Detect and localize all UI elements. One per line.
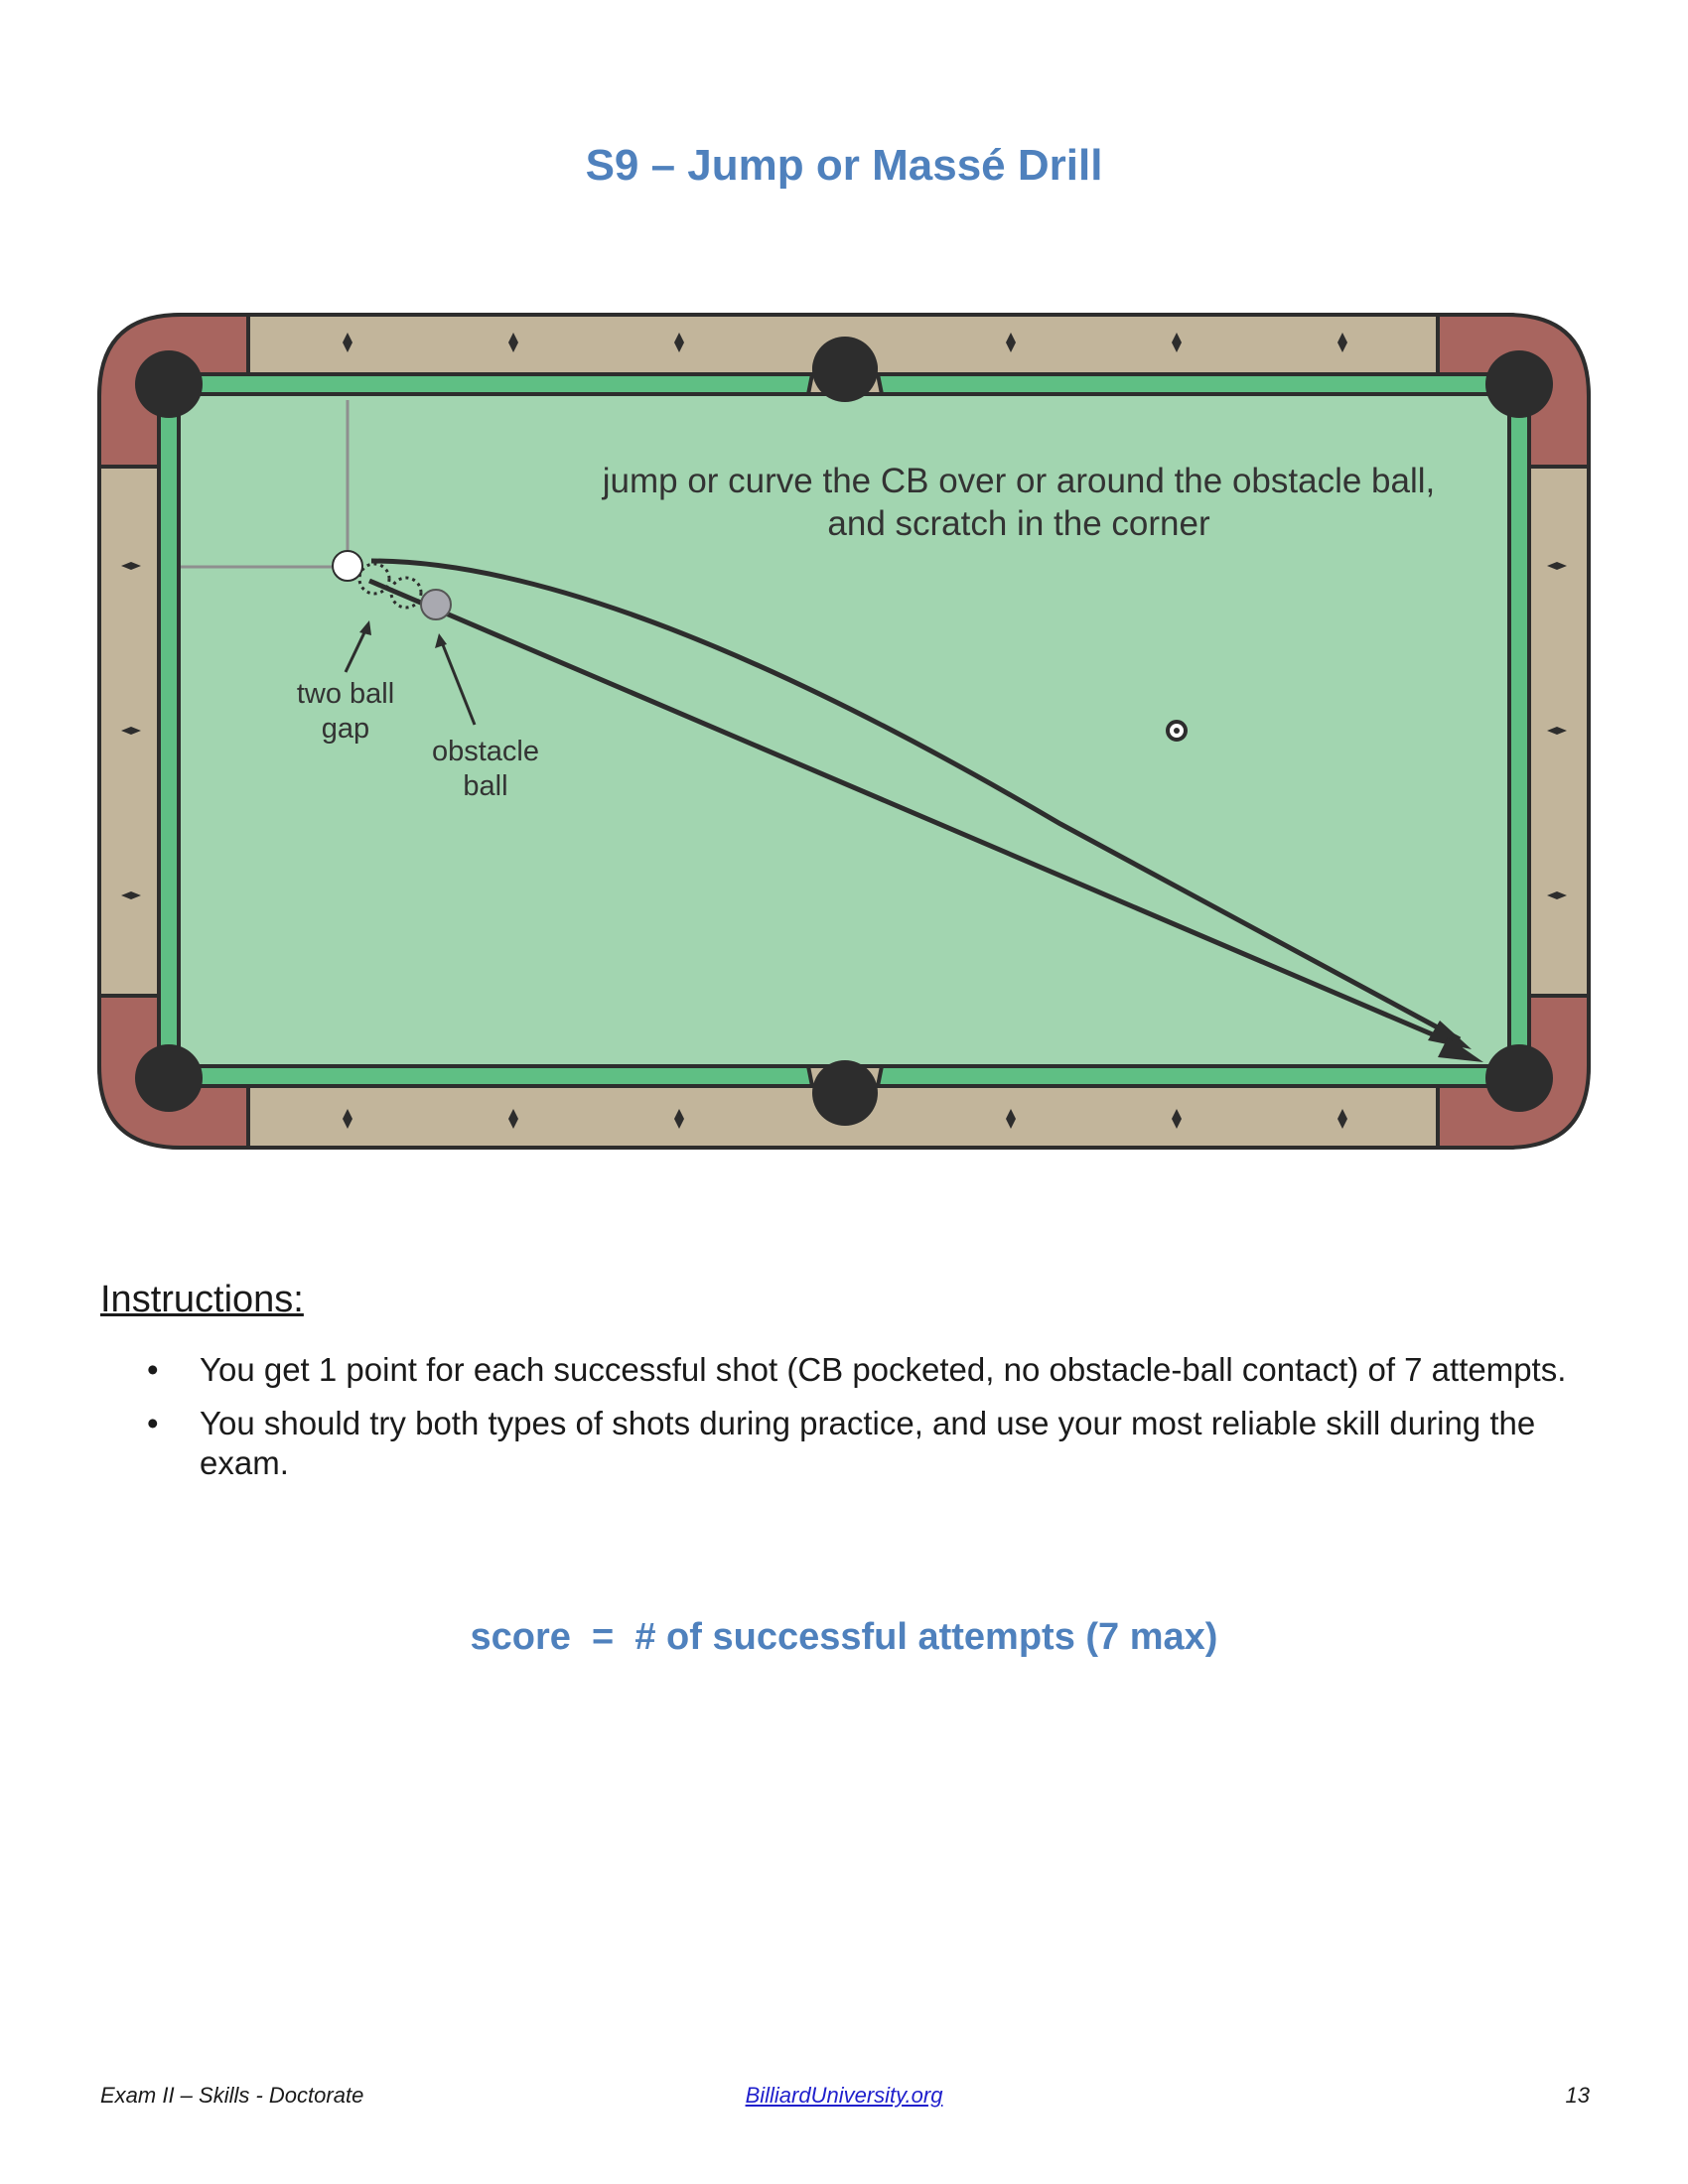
- cushion-left: [157, 369, 181, 1091]
- corner-bottom-right: [1436, 994, 1591, 1150]
- corner-top-left: [97, 313, 250, 469]
- list-item: • You get 1 point for each successful sh…: [147, 1350, 1597, 1390]
- table-cloth: [177, 392, 1511, 1068]
- cushion-top-right: [875, 372, 1534, 396]
- footer-website-link[interactable]: BilliardUniversity.org: [745, 2083, 943, 2108]
- corner-bottom-left: [97, 994, 250, 1150]
- pocket-bottom-right: [1485, 1044, 1553, 1112]
- arrowhead-2: [1438, 1037, 1483, 1062]
- score-formula: score = # of successful attempts (7 max): [470, 1616, 1218, 1658]
- pocket-bottom-side: [812, 1060, 878, 1126]
- page-title: S9 – Jump or Massé Drill: [585, 141, 1103, 190]
- footer-link-container: BilliardUniversity.org: [0, 2083, 1688, 2109]
- ghost-ball-1: [357, 562, 391, 596]
- pocket-top-left: [135, 350, 203, 418]
- masse-path: [370, 558, 1462, 1042]
- label-obstacle-1: obstacle: [432, 736, 539, 767]
- annotation-line-2: and scratch in the corner: [827, 504, 1210, 543]
- annotation-line-1: jump or curve the CB over or around the …: [602, 462, 1436, 500]
- bullet-icon: •: [147, 1351, 159, 1388]
- arrowhead-1: [1428, 1021, 1472, 1049]
- instruction-text: You should try both types of shots durin…: [200, 1405, 1536, 1481]
- list-item: • You should try both types of shots dur…: [147, 1404, 1597, 1483]
- jump-path: [368, 578, 1464, 1050]
- diamonds: [121, 333, 1567, 1129]
- cushion-right: [1507, 369, 1531, 1091]
- cushion-top-left: [154, 372, 815, 396]
- pool-table-svg: jump or curve the CB over or around the …: [97, 313, 1591, 1150]
- footer-exam-title: Exam II – Skills - Doctorate: [100, 2083, 364, 2108]
- cushion-bottom-right: [875, 1064, 1534, 1088]
- cushion-bottom-left: [154, 1064, 815, 1088]
- pocket-bottom-left: [135, 1044, 203, 1112]
- instructions-list: • You get 1 point for each successful sh…: [147, 1350, 1597, 1497]
- label-obstacle-2: ball: [463, 770, 507, 802]
- instructions-heading: Instructions:: [100, 1279, 304, 1320]
- label-gap-1: two ball: [297, 678, 394, 710]
- cue-ball: [332, 550, 363, 582]
- ghost-ball-2: [389, 576, 423, 610]
- obstacle-ball: [420, 589, 452, 620]
- bullet-icon: •: [147, 1405, 159, 1441]
- pool-table-diagram: jump or curve the CB over or around the …: [97, 313, 1591, 1152]
- instruction-text: You get 1 point for each successful shot…: [200, 1351, 1567, 1388]
- pocket-top-right: [1485, 350, 1553, 418]
- page-number: 13: [1565, 2083, 1590, 2108]
- label-gap-2: gap: [322, 713, 369, 745]
